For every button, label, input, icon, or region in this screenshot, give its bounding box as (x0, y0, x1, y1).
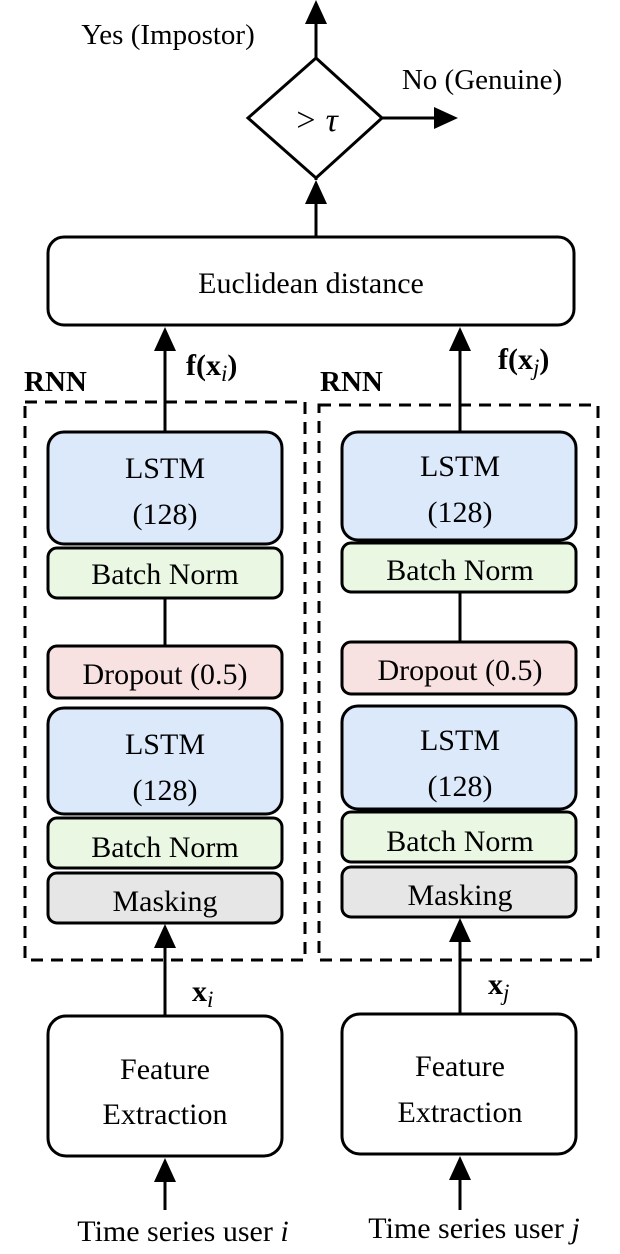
feature-extraction-box-right (340, 1012, 578, 1156)
euclidean-distance-label: Euclidean distance (198, 267, 424, 300)
batch-norm-label-left-bottom: Batch Norm (91, 831, 238, 864)
feature-label-right-line1: Feature (415, 1050, 505, 1083)
batch-norm-box-left-top (46, 546, 284, 600)
feature-extraction-box-left (46, 1014, 284, 1158)
input-label-right: xj (488, 968, 509, 1005)
batch-norm-label-right-top: Batch Norm (386, 554, 533, 587)
rnn-container-right (317, 403, 600, 962)
input-arrowhead-right (449, 918, 471, 942)
lstm-units-right-top: (128) (428, 496, 493, 529)
input-arrowhead-left (154, 924, 176, 948)
lstm-box-right-top (340, 430, 578, 542)
rnn-container-left (23, 400, 307, 962)
yes-impostor-label: Yes (Impostor) (81, 19, 254, 51)
lstm-units-right-bottom: (128) (428, 770, 493, 803)
output-label-right: f(xj) (498, 343, 549, 380)
batch-norm-label-left-top: Batch Norm (91, 558, 238, 591)
rnn-label-left: RNN (24, 366, 87, 398)
lstm-label-left-top: LSTM (125, 452, 205, 485)
masking-label-right: Masking (408, 879, 513, 912)
branch-right: f(xj) RNN LSTM (128) Batch Norm Dropout … (317, 327, 600, 1245)
rnn-label-right: RNN (320, 366, 383, 398)
source-arrowhead-left (154, 1158, 176, 1182)
no-genuine-label: No (Genuine) (402, 64, 562, 96)
masking-box-right (340, 865, 578, 919)
branch-left: f(xi) RNN LSTM (128) Batch Norm Dropout … (23, 327, 307, 1248)
output-arrowhead-left (154, 327, 176, 351)
input-label-left: xi (192, 975, 213, 1012)
lstm-box-left-top (46, 430, 284, 546)
lstm-label-right-top: LSTM (420, 450, 500, 483)
threshold-label: > τ (294, 102, 339, 139)
source-label-left: Time series user i (77, 1215, 288, 1248)
threshold-diamond (245, 55, 385, 181)
feature-label-left-line1: Feature (120, 1053, 210, 1086)
source-label-right: Time series user j (368, 1212, 579, 1245)
euclidean-distance-box (46, 235, 576, 327)
batch-norm-box-left-bottom (46, 816, 284, 870)
source-arrowhead-right (449, 1156, 471, 1180)
masking-box-left (46, 871, 284, 925)
batch-norm-box-right-top (340, 541, 578, 594)
no-arrowhead (434, 107, 458, 129)
lstm-units-left-bottom: (128) (133, 774, 198, 807)
dropout-box-right (340, 640, 578, 696)
masking-label-left: Masking (113, 885, 218, 918)
lstm-label-right-bottom: LSTM (420, 724, 500, 757)
output-label-left: f(xi) (186, 349, 237, 386)
batch-norm-box-right-bottom (340, 810, 578, 864)
dropout-label-left: Dropout (0.5) (83, 658, 248, 691)
lstm-box-right-bottom (340, 704, 578, 811)
batch-norm-label-right-bottom: Batch Norm (386, 825, 533, 858)
output-arrowhead-right (449, 327, 471, 351)
lstm-label-left-bottom: LSTM (125, 728, 205, 761)
lstm-box-left-bottom (46, 706, 284, 816)
dropout-label-right: Dropout (0.5) (378, 654, 543, 687)
lstm-units-left-top: (128) (133, 498, 198, 531)
distance-to-threshold-arrowhead (305, 180, 327, 204)
feature-label-right-line2: Extraction (398, 1096, 523, 1129)
dropout-box-left (46, 644, 284, 700)
yes-arrowhead (305, 0, 327, 24)
feature-label-left-line2: Extraction (103, 1098, 228, 1131)
